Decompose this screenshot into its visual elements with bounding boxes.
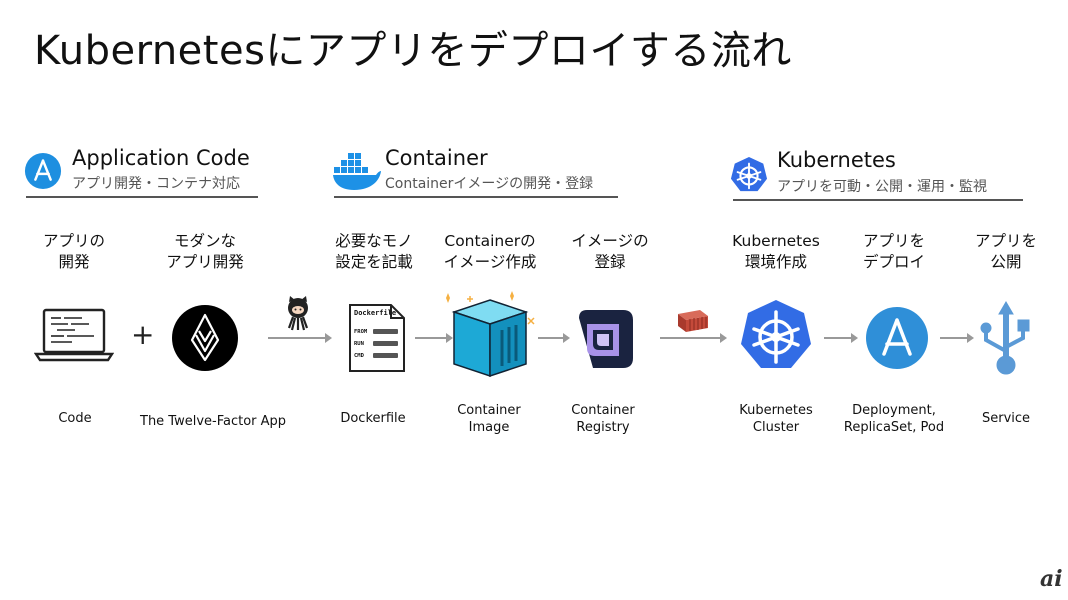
section-subtitle: アプリ開発・コンテナ対応 <box>72 173 240 193</box>
section-underline <box>733 199 1023 201</box>
flow-arrow <box>538 337 568 339</box>
flow-arrow <box>824 337 856 339</box>
flow-arrow <box>268 337 330 339</box>
docker-whale-icon <box>332 150 382 192</box>
section-title: Container <box>385 146 488 170</box>
flow-arrow <box>940 337 972 339</box>
item-label: The Twelve-Factor App <box>140 413 270 430</box>
dockerfile-keyword: FROM <box>354 329 368 335</box>
section-subtitle: Containerイメージの開発・登録 <box>385 173 593 193</box>
section-container <box>332 150 382 196</box>
section-application-code <box>24 152 62 194</box>
page-title: Kubernetesにアプリをデプロイする流れ <box>34 18 792 76</box>
step-heading: アプリをデプロイ <box>839 231 949 273</box>
step-heading: Containerのイメージ作成 <box>435 231 545 273</box>
kubernetes-cluster-icon <box>738 298 814 374</box>
step-heading: アプリを公開 <box>951 231 1061 273</box>
kubernetes-helm-icon <box>730 156 768 194</box>
section-underline <box>334 196 618 198</box>
app-store-icon <box>24 152 62 190</box>
dockerfile-keyword: CMD <box>354 353 365 359</box>
step-heading: イメージの登録 <box>555 231 665 273</box>
laptop-code-icon <box>34 306 114 366</box>
ai-logo: ai <box>1040 566 1063 592</box>
section-title: Application Code <box>72 146 250 170</box>
dockerfile-keyword: RUN <box>354 341 364 347</box>
shipping-container-icon <box>674 308 710 334</box>
step-heading: モダンなアプリ開発 <box>150 231 260 273</box>
item-label: Deployment,ReplicaSet, Pod <box>829 402 959 436</box>
container-image-cube-icon <box>440 290 540 382</box>
twelve-factor-logo-icon <box>172 305 238 371</box>
step-heading: アプリの開発 <box>19 231 129 273</box>
item-label: Service <box>941 410 1068 427</box>
item-label: Dockerfile <box>308 410 438 427</box>
github-octocat-icon <box>283 296 313 332</box>
service-usb-icon <box>980 300 1032 376</box>
container-registry-icon <box>573 306 637 372</box>
dockerfile-header: Dockerfile <box>354 309 396 317</box>
deployment-app-icon <box>865 306 929 370</box>
section-subtitle: アプリを可動・公開・運用・監視 <box>777 176 987 196</box>
flow-arrow <box>660 337 725 339</box>
plus-sign: + <box>131 318 154 351</box>
dockerfile-document-icon: Dockerfile FROM RUN CMD <box>347 302 407 374</box>
section-underline <box>26 196 258 198</box>
step-heading: 必要なモノ設定を記載 <box>319 231 429 273</box>
section-title: Kubernetes <box>777 148 896 172</box>
item-label: Code <box>10 410 140 427</box>
section-kubernetes <box>730 156 768 198</box>
